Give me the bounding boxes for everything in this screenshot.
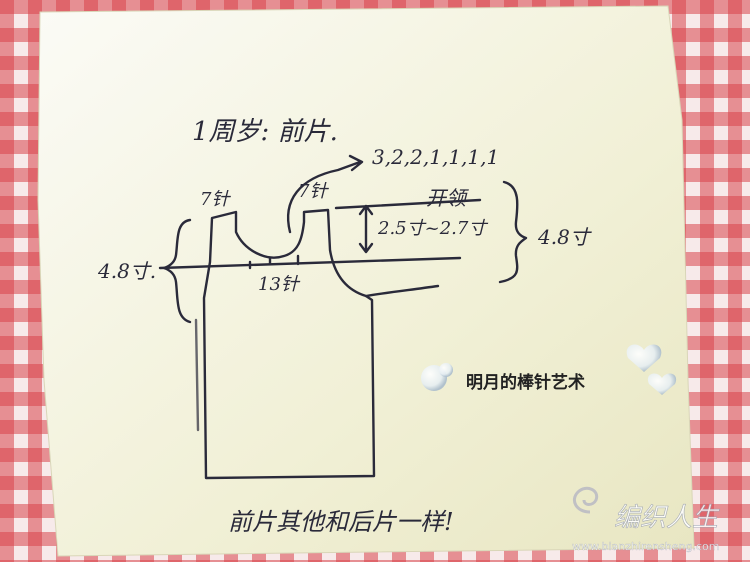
right-height-label: 4.8寸 bbox=[537, 225, 593, 249]
heart-bubble-1 bbox=[626, 344, 662, 372]
left-shoulder-label: 7针 bbox=[200, 189, 231, 210]
heart-bubble-2 bbox=[647, 373, 677, 395]
bubble-left-small bbox=[439, 363, 453, 377]
left-height-label: 4.8寸. bbox=[97, 259, 156, 283]
footer-note: 前片其他和后片一样! bbox=[228, 508, 454, 536]
right-brace bbox=[498, 180, 528, 284]
center-guide-line bbox=[158, 256, 462, 270]
watermark-caption: 明月的棒针艺术 bbox=[466, 372, 585, 393]
neck-depth-label: 2.5寸~2.7寸 bbox=[377, 218, 488, 239]
decrease-sequence: 3,2,2,1,1,1,1 bbox=[372, 145, 499, 169]
neck-opening-label: 开领 bbox=[426, 186, 469, 210]
brand-url: www.bianzhirensheng.com bbox=[572, 540, 719, 553]
brand-logo: 编织人生 www.bianzhirensheng.com bbox=[572, 486, 720, 553]
inner-fold-line bbox=[194, 318, 200, 432]
paper-sheet bbox=[37, 5, 695, 557]
spiral-icon bbox=[573, 486, 599, 514]
right-shoulder-label: 7针 bbox=[298, 181, 329, 202]
neck-opening-line bbox=[334, 198, 482, 210]
note-title: 1周岁: 前片. bbox=[192, 117, 338, 147]
front-piece-outline bbox=[202, 208, 376, 480]
center-stitches-label: 13针 bbox=[258, 274, 301, 295]
neck-depth-arrow bbox=[358, 204, 374, 254]
arrow-to-sequence bbox=[286, 154, 364, 234]
armhole-curve bbox=[364, 284, 440, 298]
brand-name: 编织人生 bbox=[614, 503, 720, 533]
